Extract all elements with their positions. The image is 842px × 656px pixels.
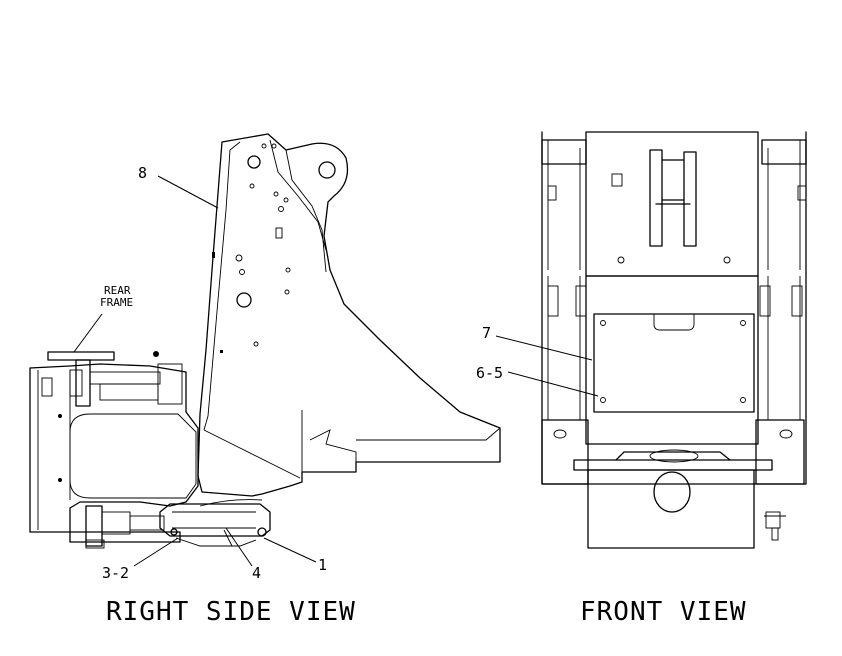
front-view-title: FRONT VIEW xyxy=(580,597,747,627)
side-main-plate xyxy=(197,133,501,497)
callout-rear-frame-line1: REAR xyxy=(104,284,131,297)
front-lower-plate xyxy=(587,469,755,549)
side-inner-edge xyxy=(203,141,241,431)
callout-7: 7 xyxy=(482,324,491,342)
side-link-arm xyxy=(159,503,271,537)
side-pivot-hole xyxy=(318,161,336,179)
callout-1: 1 xyxy=(318,556,327,574)
right-side-view-title: RIGHT SIDE VIEW xyxy=(106,597,356,627)
front-view-drawing xyxy=(541,131,807,549)
callout-3-2: 3-2 xyxy=(102,564,129,582)
right-side-view-drawing xyxy=(29,133,501,549)
callout-4: 4 xyxy=(252,564,261,582)
side-rear-frame xyxy=(29,363,199,533)
callout-8: 8 xyxy=(138,164,147,182)
front-cover-plate xyxy=(593,313,755,413)
front-outer-frame xyxy=(541,131,807,485)
callout-6-5: 6-5 xyxy=(476,364,503,382)
callout-rear-frame-line2: FRAME xyxy=(100,296,133,309)
